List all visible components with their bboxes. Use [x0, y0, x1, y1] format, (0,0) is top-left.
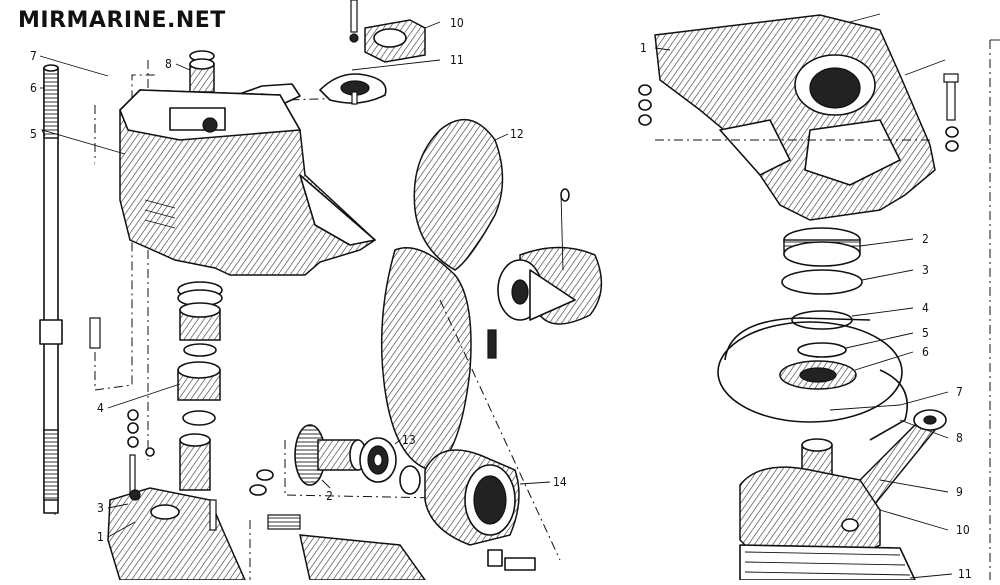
- callout-1: 1: [97, 530, 104, 544]
- drive-gear: [294, 424, 367, 486]
- upper-bearing: [783, 227, 861, 267]
- propeller-assembly: [249, 118, 603, 581]
- callouts-right: 1 2 3 4 5 6 7 8 9 10 11: [640, 41, 972, 581]
- callout-7: 7: [956, 385, 963, 399]
- callout-1: 1: [640, 41, 647, 55]
- site-watermark: MIRMARINE.NET: [18, 8, 226, 33]
- propeller-shaft: [249, 469, 536, 581]
- callout-2: 2: [922, 232, 929, 246]
- callout-6: 6: [922, 345, 929, 359]
- callout-9: 9: [956, 485, 963, 499]
- callout-11: 11: [450, 53, 464, 67]
- bushing: [189, 50, 215, 93]
- swivel-housing: [739, 466, 916, 581]
- gear-case-base: [107, 487, 247, 581]
- callouts-middle: 12 13 2 14: [326, 127, 567, 503]
- gear-housing: [119, 89, 377, 276]
- small-washers: [127, 409, 155, 496]
- callout-10: 10: [450, 16, 464, 30]
- swivel-bracket-assembly: [638, 13, 1000, 581]
- drive-shaft: [39, 64, 63, 514]
- callout-5: 5: [30, 127, 37, 141]
- bearing-carrier: [399, 449, 520, 546]
- callouts-left: 7 6 5 8 4 3 1 10 11: [30, 16, 464, 544]
- lower-unit-assembly: [39, 0, 441, 581]
- callout-2: 2: [326, 489, 333, 503]
- callout-8: 8: [956, 431, 963, 445]
- callout-3: 3: [922, 263, 929, 277]
- flange-plate: [717, 317, 909, 441]
- callout-4: 4: [97, 401, 104, 415]
- callout-10: 10: [956, 523, 970, 537]
- washer-set-right: [638, 84, 959, 152]
- callout-5: 5: [922, 326, 929, 340]
- propeller: [380, 118, 603, 471]
- callout-13: 13: [402, 433, 416, 447]
- callout-14: 14: [553, 475, 567, 489]
- clamp-bracket: [654, 13, 959, 221]
- propeller-bearing: [359, 437, 397, 483]
- callout-12: 12: [510, 127, 524, 141]
- seal-ring: [781, 269, 863, 295]
- bearing-stack: [177, 281, 223, 491]
- callout-11: 11: [958, 567, 972, 580]
- lower-bearing: [779, 342, 857, 390]
- callout-6: 6: [30, 81, 37, 95]
- callout-7: 7: [30, 49, 37, 63]
- callout-4: 4: [922, 301, 929, 315]
- callout-3: 3: [97, 501, 104, 515]
- callout-8: 8: [165, 57, 172, 71]
